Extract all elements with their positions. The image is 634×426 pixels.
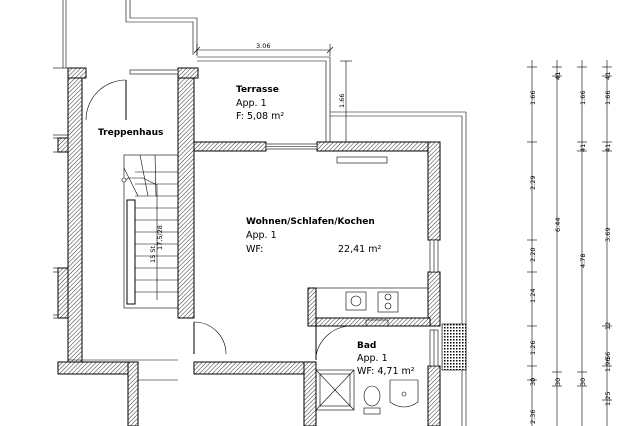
bathroom-fixtures	[315, 369, 419, 415]
treppenhaus-title: Treppenhaus	[98, 128, 163, 138]
terrasse-app: App. 1	[236, 98, 267, 109]
misc-ticks	[68, 359, 178, 426]
col1-dim-5: 30	[529, 378, 537, 386]
col4-extra-1: 56	[604, 352, 612, 360]
bad-area: WF: 4,71 m²	[357, 366, 415, 377]
bad-app: App. 1	[357, 353, 388, 364]
col4-dim-0: 1.66	[604, 91, 612, 105]
stair-label: 15 St.	[149, 244, 157, 263]
col2-dim-0: 41	[554, 72, 562, 80]
col3-dim-1: 41	[579, 144, 587, 152]
col1-dim-3: 1.24	[529, 289, 537, 303]
bad-title: Bad	[357, 341, 376, 351]
col1-dim-0: 1.66	[529, 91, 537, 105]
wohnen-app: App. 1	[246, 230, 277, 241]
col4-extra-0: 12	[604, 322, 612, 330]
col3-dim-0: 1.66	[579, 91, 587, 105]
col1-dim-6: 2.36	[529, 410, 537, 424]
dimension-col-1: 1.66 2.29 2.20 1.24 1.26 30 2.36	[527, 60, 537, 426]
col1-dim-1: 2.29	[529, 176, 537, 190]
terrasse-area: F: 5,08 m²	[236, 111, 284, 122]
col3-dim-2: 4.78	[579, 254, 587, 268]
kitchen-counter	[315, 287, 429, 327]
stair-treads	[123, 154, 178, 293]
col1-dim-top: 41	[554, 72, 562, 80]
col1-dim-2: 2.20	[529, 248, 537, 262]
windows	[129, 69, 439, 367]
col2-dim-2: 30	[554, 378, 562, 386]
shaft	[441, 323, 467, 371]
wohnen-wf-label: WF:	[246, 244, 263, 255]
stair-label-2: 17,5/28	[156, 225, 164, 250]
dimension-terrace-depth: 1.66	[338, 60, 352, 143]
room-labels: Terrasse App. 1 F: 5,08 m² Treppenhaus W…	[98, 85, 415, 377]
dim-top-label: 3.06	[256, 42, 270, 50]
wohnen-area: 22,41 m²	[338, 244, 381, 255]
col4-dim-3: 1.96	[604, 358, 612, 372]
col1-top-dimension: 41	[554, 72, 562, 80]
wohnen-title: Wohnen/Schlafen/Kochen	[246, 217, 375, 227]
col2-dim-1: 6.44	[554, 218, 562, 232]
terrasse-title: Terrasse	[236, 85, 279, 95]
terrace-outline	[197, 56, 467, 426]
dimension-top: 3.06	[193, 42, 334, 56]
walls	[57, 67, 441, 426]
col4-dim-top: 41	[604, 72, 612, 80]
doors	[85, 79, 353, 360]
upper-outline	[53, 0, 198, 319]
col1-dim-4: 1.26	[529, 341, 537, 355]
col4-dim-2: 3.69	[604, 228, 612, 242]
col4-dim-1: 41	[604, 144, 612, 152]
dimension-col-3: 1.66 41 4.78 30	[577, 60, 587, 426]
dimension-col-2: 41 6.44 30	[552, 60, 562, 426]
dimension-col-4: 41 1.66 41 3.69 1.96 1.25 12 56	[602, 60, 612, 426]
staircase	[121, 154, 179, 309]
col3-dim-3: 30	[579, 378, 587, 386]
col4-dim-4: 1.25	[604, 392, 612, 406]
dim-terrace-label: 1.66	[338, 94, 346, 108]
